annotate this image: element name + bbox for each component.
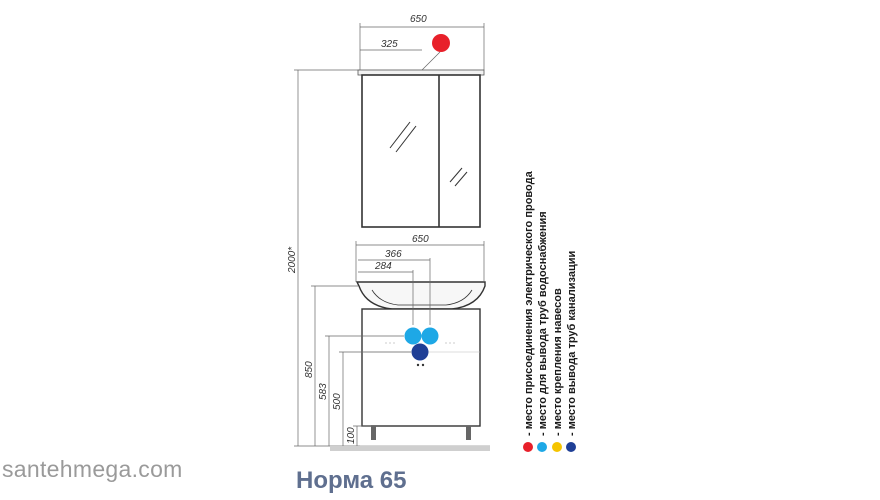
legend: - место присоединения электрического про… [523,170,578,452]
height-850-label: 850 [304,361,315,378]
offset-284-label: 284 [374,261,392,272]
offset-284-dimension [358,270,414,325]
water-supply-marker-right [421,327,439,345]
watermark: santehmega.com [2,456,183,482]
offset-366-label: 366 [385,249,402,260]
outlet-offset-dimension [360,49,441,71]
floor [330,446,490,451]
height-583-label: 583 [318,383,329,400]
height-100-label: 100 [346,427,357,444]
vanity-unit [330,281,490,447]
product-title: Норма 65 [296,467,407,494]
basin-width-dimension [355,241,485,282]
electric-outlet-marker [432,34,450,52]
basin-width-label: 650 [412,234,429,245]
water-supply-marker-left [404,327,422,345]
mount-point [421,363,425,367]
cabinet-width-label: 650 [410,14,427,25]
legend-water-label: - место для вывода труб водоснабжения [537,211,549,436]
height-500-label: 500 [332,393,343,410]
offset-366-dimension [358,258,431,325]
cabinet-width-dimension [359,23,485,70]
drain-marker [411,343,429,361]
mount-point [416,363,420,367]
legend-swatch-water [537,442,547,452]
legend-mount-label: - место крепления навесов [552,288,564,436]
total-height-label: 2000* [287,246,298,274]
outlet-offset-label: 325 [381,39,398,50]
legend-swatch-drain [566,442,576,452]
legend-drain-label: - место вывода труб канализации [566,251,578,436]
legend-swatch-mount [552,442,562,452]
mirror-cabinet [357,69,485,228]
height-dimensions [311,285,411,446]
legend-swatch-electric [523,442,533,452]
legend-electric-label: - место присоединения электрического про… [523,170,535,436]
